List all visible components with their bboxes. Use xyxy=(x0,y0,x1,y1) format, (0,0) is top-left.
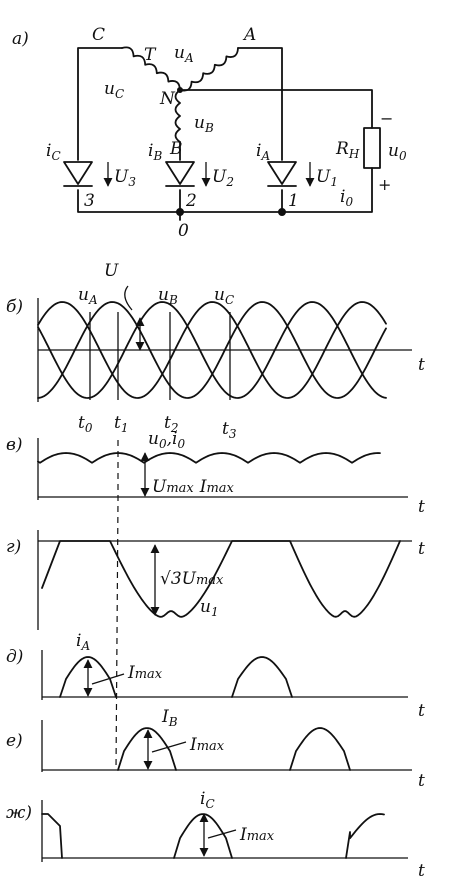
neutral-dot xyxy=(177,87,183,93)
wave-ua xyxy=(37,301,387,399)
panel-label-a: а) xyxy=(12,29,29,49)
panel-label-d: д) xyxy=(6,647,23,667)
wave-u1 xyxy=(41,540,401,618)
panel-label-b: б) xyxy=(6,297,23,317)
label-ub: uB xyxy=(194,113,214,135)
label-u1: U1 xyxy=(316,167,338,189)
panel-label-e: е) xyxy=(6,731,23,751)
circuit-schematic: а) C xyxy=(12,25,407,241)
curve-label-ia: iA xyxy=(76,631,90,653)
time-mark-t0: t0 xyxy=(78,413,93,435)
time-label-zh: t xyxy=(418,861,425,877)
diode-number-3: 3 xyxy=(84,191,95,211)
wave-uc xyxy=(37,301,387,399)
panel-b-three-phase-voltages: б) U uA uB uC t0 t1 t2 t3 t xyxy=(6,261,425,441)
amplitude-label-g: √3Umax xyxy=(160,569,224,589)
junction-dot xyxy=(176,208,184,216)
curve-label-u1: u1 xyxy=(200,597,219,619)
panel-label-zh: ж) xyxy=(6,803,32,823)
label-u2: U2 xyxy=(212,167,234,189)
diode-1 xyxy=(267,161,297,187)
node-zero: 0 xyxy=(178,221,189,241)
time-label-v: t xyxy=(418,497,425,517)
panel-label-v: в) xyxy=(6,435,23,455)
amplitude-leader-zh xyxy=(207,829,237,839)
amplitude-leader-b xyxy=(124,285,133,311)
node-b: B xyxy=(169,139,183,159)
wire-n-load xyxy=(179,89,373,213)
panel-label-g: г) xyxy=(6,537,21,557)
node-c: C xyxy=(92,25,105,45)
panel-g-diode-voltage: г) √3Umax u1 t xyxy=(6,530,425,630)
alignment-dashed-line xyxy=(115,440,119,771)
amplitude-label-zh: Imax xyxy=(239,825,275,845)
wave-u0 xyxy=(37,452,381,464)
amplitude-label-e: Imax xyxy=(189,735,225,755)
junction-dot xyxy=(278,208,286,216)
time-label-d: t xyxy=(418,701,425,721)
wave-ia xyxy=(59,656,293,698)
winding-b xyxy=(174,89,181,143)
transformer-label: T xyxy=(144,45,157,65)
load-minus: − xyxy=(380,109,393,128)
label-ic: iC xyxy=(46,141,61,163)
load-plus: + xyxy=(378,175,391,194)
label-ib: iB xyxy=(148,141,162,163)
label-ia: iA xyxy=(256,141,270,163)
diode-3 xyxy=(63,161,93,187)
amplitude-label-b: U xyxy=(104,261,119,281)
amplitude-leader-e xyxy=(151,741,187,753)
curve-label-ib: IB xyxy=(161,707,178,729)
time-label-e: t xyxy=(418,771,425,791)
panel-e-current-ib: е) IB Imax t xyxy=(6,707,425,791)
winding-a xyxy=(179,47,239,92)
wire-c xyxy=(77,47,181,213)
diode-2 xyxy=(165,161,195,187)
panel-zh-current-ic: ж) iC Imax t xyxy=(6,789,425,877)
node-n: N xyxy=(159,89,176,109)
amplitude-label-d: Imax xyxy=(127,663,163,683)
wave-ib xyxy=(117,727,351,771)
wire-a xyxy=(237,47,283,213)
label-u0: u0 xyxy=(388,141,407,163)
time-mark-t2: t2 xyxy=(164,413,178,435)
label-u3: U3 xyxy=(114,167,136,189)
curve-label-u0-i0: u0,i0 xyxy=(148,429,185,451)
curve-label-ua: uA xyxy=(78,285,98,307)
label-i0: i0 xyxy=(340,187,353,209)
load-resistor xyxy=(363,127,381,169)
time-label-g: t xyxy=(418,539,425,559)
time-label-b: t xyxy=(418,355,425,375)
label-rh: RH xyxy=(335,139,360,161)
panel-d-current-ia: д) iA Imax t xyxy=(6,631,425,721)
curve-label-ub: uB xyxy=(158,285,178,307)
time-mark-t1: t1 xyxy=(114,413,128,435)
diode-number-2: 2 xyxy=(185,191,197,211)
time-mark-t3: t3 xyxy=(222,419,237,441)
label-uc: uC xyxy=(104,79,124,101)
label-ua: uA xyxy=(174,43,194,65)
diode-number-1: 1 xyxy=(288,191,299,211)
curve-label-uc: uC xyxy=(214,285,234,307)
node-a: A xyxy=(242,25,256,45)
amplitude-leader-d xyxy=(91,673,125,685)
curve-label-ic: iC xyxy=(200,789,215,811)
winding-c xyxy=(121,46,181,91)
